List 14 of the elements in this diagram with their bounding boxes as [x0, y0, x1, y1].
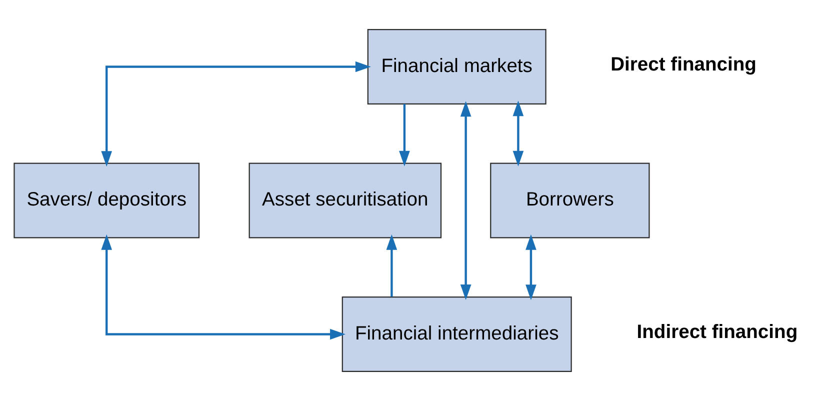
- arrow: [101, 234, 346, 340]
- arrow: [386, 234, 398, 296]
- node-box: Asset securitisation: [248, 162, 442, 238]
- arrow: [399, 104, 410, 166]
- arrow: [101, 60, 371, 166]
- node-box: Financial intermediaries: [342, 296, 572, 372]
- node-box: Financial markets: [367, 28, 546, 104]
- node-box: Savers/ depositors: [14, 162, 200, 238]
- arrow: [512, 100, 524, 166]
- label: Direct financing: [610, 54, 756, 75]
- arrow: [526, 234, 536, 300]
- arrow: [460, 100, 472, 300]
- node-box: Borrowers: [490, 162, 650, 238]
- label: Indirect financing: [636, 321, 798, 342]
